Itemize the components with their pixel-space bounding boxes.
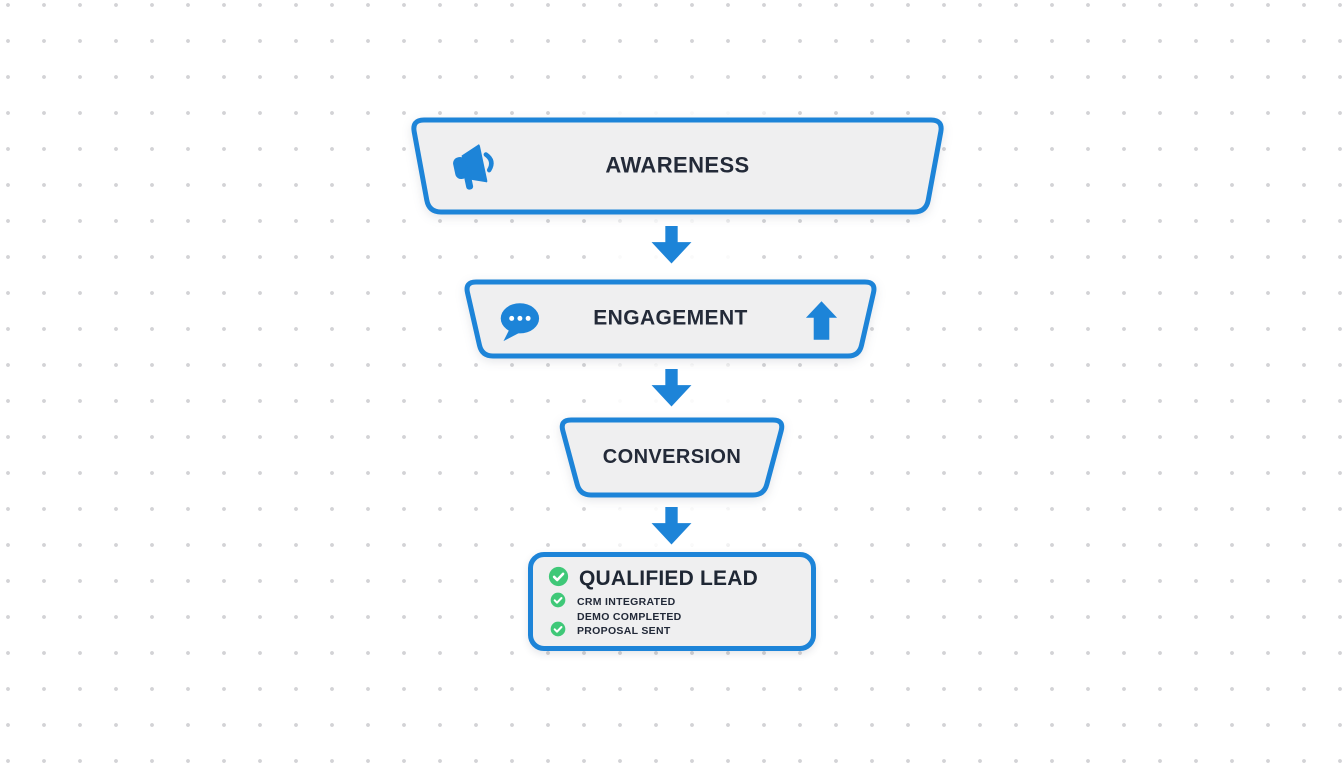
funnel-stage-conversion[interactable]: CONVERSION [557, 417, 787, 498]
checklist-item-label: PROPOSAL SENT [577, 625, 671, 638]
trapezoid-shape [464, 279, 877, 359]
down-arrow-icon [650, 226, 693, 264]
funnel-stage-qualified-lead[interactable]: QUALIFIED LEAD CRM INTEGRATED [528, 552, 816, 651]
check-circle-icon [548, 566, 569, 592]
trapezoid-shape [411, 117, 944, 215]
check-circle-icon [548, 621, 566, 642]
checklist-item: PROPOSAL SENT [548, 621, 797, 642]
checklist-item: DEMO COMPLETED [548, 610, 797, 625]
white-halo [585, 96, 765, 118]
qualified-lead-checklist: CRM INTEGRATED DEMO COMPLETED [548, 592, 797, 642]
stage-label: CONVERSION [602, 445, 742, 468]
chat-bubble-icon [496, 301, 542, 343]
up-arrow-icon [805, 300, 838, 341]
checklist-item-label: CRM INTEGRATED [577, 596, 676, 609]
funnel-stage-awareness[interactable]: AWARENESS [409, 117, 946, 215]
stage-label: ENGAGEMENT [593, 306, 748, 330]
trapezoid-shape [559, 417, 785, 498]
down-arrow-icon [650, 369, 693, 407]
megaphone-icon [449, 140, 501, 192]
stage-label: QUALIFIED LEAD [579, 567, 758, 590]
funnel-stage-engagement[interactable]: ENGAGEMENT [462, 279, 879, 359]
checklist-item: CRM INTEGRATED [548, 592, 797, 613]
check-circle-icon [548, 592, 566, 613]
stage-label: AWARENESS [605, 152, 750, 178]
down-arrow-icon [650, 507, 693, 545]
checklist-item-label: DEMO COMPLETED [577, 610, 682, 623]
